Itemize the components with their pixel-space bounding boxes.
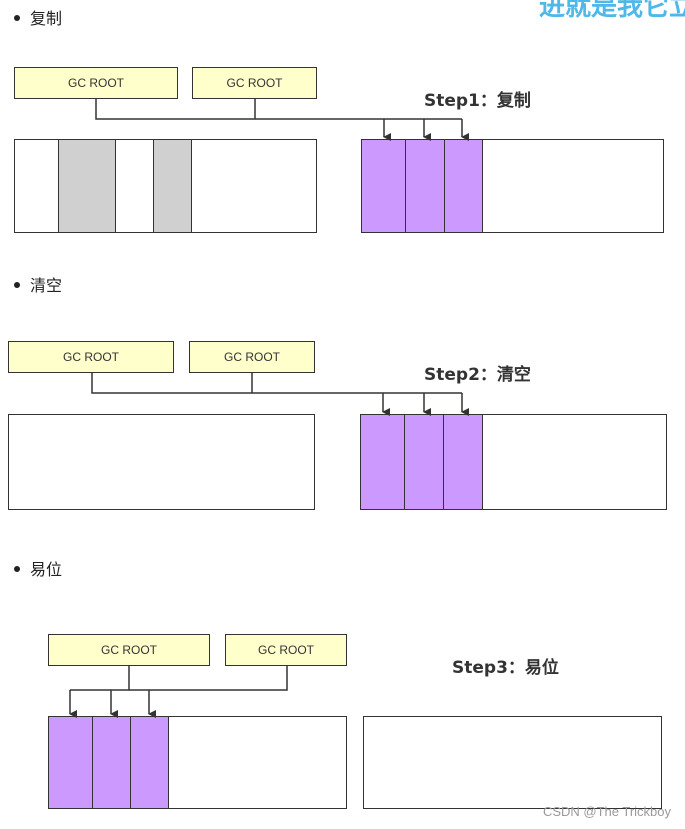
bullet-dot-icon [14, 566, 20, 572]
bullet-copy-text: 复制 [30, 9, 63, 28]
gc-root-box: GC ROOT [192, 67, 317, 99]
step1-label: Step1：复制 [424, 91, 531, 111]
live-object [405, 415, 444, 509]
clipped-heading: 进就是我它立 [538, 0, 685, 22]
gc-root-box: GC ROOT [48, 634, 210, 666]
bullet-copy: 复制 [14, 5, 62, 29]
gc-root-box: GC ROOT [14, 67, 178, 99]
bullet-clear-text: 清空 [30, 276, 63, 295]
step3-label: Step3：易位 [452, 658, 559, 678]
garbage-object [58, 140, 116, 232]
live-object [406, 140, 445, 232]
live-object [49, 717, 93, 808]
from-space-block [48, 716, 347, 809]
gc-root-box: GC ROOT [189, 341, 315, 373]
garbage-object [153, 140, 192, 232]
from-space-block [14, 139, 317, 233]
to-space-block [361, 139, 664, 233]
live-object [445, 140, 483, 232]
watermark: CSDN @The Trickboy [542, 804, 671, 819]
reference-line [91, 373, 462, 394]
from-space-block [8, 414, 315, 510]
step2-label: Step2：清空 [424, 365, 531, 385]
bullet-swap: 易位 [14, 556, 62, 580]
reference-line [95, 99, 462, 120]
gc-root-box: GC ROOT [225, 634, 347, 666]
reference-line [70, 666, 130, 691]
bullet-swap-text: 易位 [30, 560, 63, 579]
bullet-clear: 清空 [14, 272, 62, 296]
live-object [93, 717, 131, 808]
gc-root-box: GC ROOT [8, 341, 174, 373]
bullet-dot-icon [14, 15, 20, 21]
live-object [131, 717, 169, 808]
reference-line [129, 666, 288, 691]
bullet-dot-icon [14, 282, 20, 288]
to-space-block [360, 414, 667, 510]
to-space-block [363, 716, 662, 809]
live-object [361, 415, 405, 509]
live-object [362, 140, 406, 232]
live-object [444, 415, 483, 509]
